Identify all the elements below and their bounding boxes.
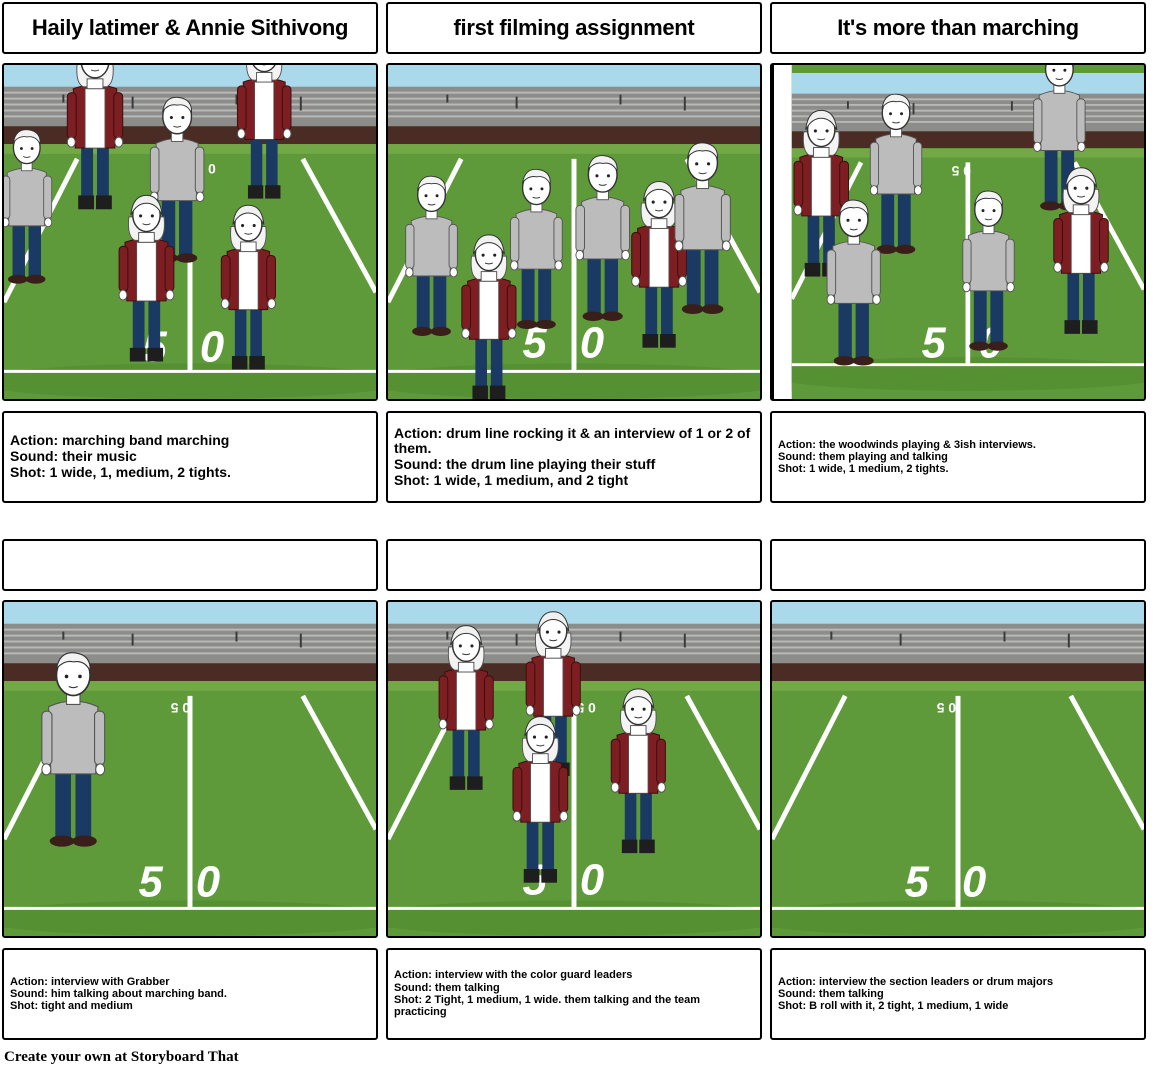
far-yard-number: 0 5 [170, 700, 190, 716]
panel-4-description: Action: interview with Grabber Sound: hi… [2, 948, 378, 1040]
panel-3-scene: 0 5 5 0 [770, 63, 1146, 401]
yard-number-0: 0 [200, 323, 224, 371]
action-line: Action: interview with Grabber [10, 975, 170, 988]
sound-line: Sound: them talking [394, 981, 500, 994]
panel-5-title [386, 539, 762, 591]
far-yard-number: 0 5 [936, 700, 956, 716]
panel-6-description: Action: interview the section leaders or… [770, 948, 1146, 1040]
action-line: Action: interview with the color guard l… [394, 969, 633, 982]
action-line: Action: interview the section leaders or… [778, 975, 1054, 988]
action-line: Action: the woodwinds playing & 3ish int… [778, 438, 1036, 451]
shot-line: Shot: B roll with it, 2 tight, 1 medium,… [778, 1000, 1009, 1013]
panel-2-description: Action: drum line rocking it & an interv… [386, 411, 762, 503]
panel-2-title: first filming assignment [386, 2, 762, 54]
shot-line: Shot: 1 wide, 1 medium, and 2 tight [394, 471, 629, 488]
shot-line: Shot: tight and medium [10, 1000, 133, 1013]
sound-line: Sound: him talking about marching band. [10, 987, 227, 1000]
panel-2-scene: 5 0 [386, 63, 762, 401]
action-line: Action: drum line rocking it & an interv… [394, 424, 751, 457]
shot-line: Shot: 2 Tight, 1 medium, 1 wide. them ta… [394, 994, 701, 1019]
far-yard-number: 0 5 [951, 163, 970, 178]
action-line: Action: marching band marching [10, 432, 230, 449]
yard-number-5: 5 [922, 319, 947, 367]
far-yard-number: 0 5 [576, 700, 596, 716]
panel-4-title [2, 539, 378, 591]
yard-number-0: 0 [580, 320, 604, 368]
sound-line: Sound: them talking [778, 987, 884, 1000]
yard-number-5: 5 [139, 858, 164, 906]
yard-number-5: 5 [905, 858, 930, 906]
panel-6-title [770, 539, 1146, 591]
storyboard-that-link[interactable]: Create your own at Storyboard That [4, 1049, 239, 1065]
panel-1-title: Haily latimer & Annie Sithivong [2, 2, 378, 54]
yard-number-0: 0 [962, 858, 986, 906]
panel-1-scene: 0 5 5 0 [2, 63, 378, 401]
panel-3-title: It's more than marching [770, 2, 1146, 54]
panel-5-description: Action: interview with the color guard l… [386, 948, 762, 1040]
sound-line: Sound: them playing and talking [778, 450, 948, 463]
panel-5-scene: 0 5 5 0 [386, 600, 762, 938]
shot-line: Shot: 1 wide, 1 medium, 2 tights. [778, 463, 949, 476]
panel-1-description: Action: marching band marching Sound: th… [2, 411, 378, 503]
panel-6-scene: 0 5 5 0 [770, 600, 1146, 938]
panel-3-description: Action: the woodwinds playing & 3ish int… [770, 411, 1146, 503]
sound-line: Sound: the drum line playing their stuff [394, 456, 656, 472]
panel-4-scene: 0 5 5 0 [2, 600, 378, 938]
yard-number-0: 0 [196, 858, 220, 906]
yard-number-0: 0 [580, 857, 604, 905]
sound-line: Sound: their music [10, 448, 137, 465]
shot-line: Shot: 1 wide, 1, medium, 2 tights. [10, 463, 231, 480]
